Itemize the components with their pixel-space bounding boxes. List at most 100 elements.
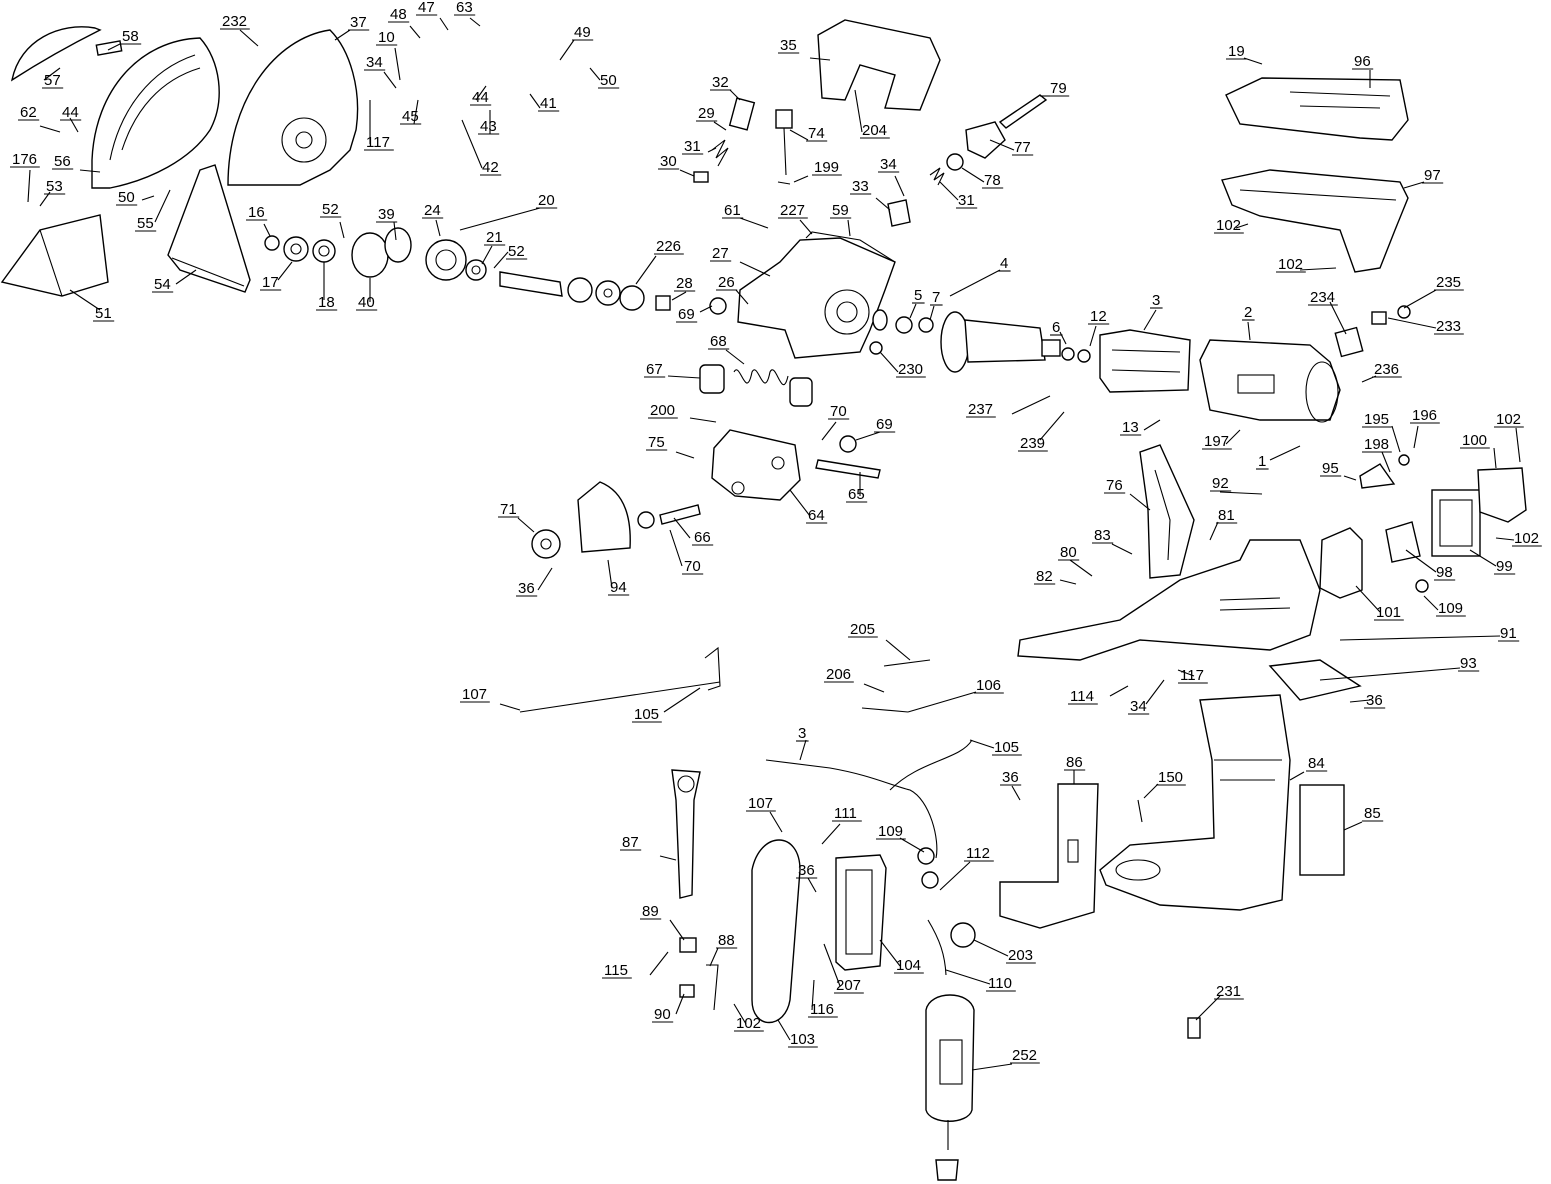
callout-leader-line	[713, 121, 727, 131]
callout-42: 42	[461, 119, 502, 176]
callout-number: 31	[684, 138, 701, 155]
callout-number: 62	[20, 104, 37, 121]
callout-leader-line	[1225, 429, 1241, 445]
callout-69: 69	[676, 305, 713, 323]
callout-91: 91	[1339, 625, 1520, 642]
callout-number: 41	[540, 95, 557, 112]
callout-117: 117	[1177, 667, 1208, 684]
callout-leader-line	[1145, 679, 1165, 705]
callout-leader-line	[413, 99, 419, 125]
callout-236: 236	[1361, 361, 1402, 383]
callout-number: 104	[896, 957, 921, 974]
callout-leader-line	[809, 57, 831, 61]
callout-number: 67	[646, 361, 663, 378]
callout-leader-line	[459, 207, 541, 231]
callout-1: 1	[1256, 445, 1301, 470]
callout-63: 63	[454, 0, 481, 27]
callout-number: 87	[622, 834, 639, 851]
callout-number: 74	[808, 125, 825, 142]
callout-number: 102	[1496, 411, 1521, 428]
callout-206: 206	[824, 666, 885, 693]
callout-number: 10	[378, 29, 395, 46]
callout-number: 200	[650, 402, 675, 419]
callout-102: 102	[1494, 411, 1524, 463]
callout-number: 77	[1014, 139, 1031, 156]
callout-111: 111	[821, 805, 862, 845]
part-104-switch-box	[835, 854, 887, 971]
callout-leader-line	[863, 683, 885, 693]
callout-leader-line	[1299, 267, 1337, 271]
part-64-bracket	[711, 429, 801, 501]
callout-number: 5	[914, 287, 922, 304]
part-74-lever	[775, 109, 793, 129]
callout-number: 236	[1374, 361, 1399, 378]
callout-leader-line	[383, 71, 397, 89]
callout-10: 10	[376, 29, 401, 81]
callout-16: 16	[246, 204, 271, 237]
callout-198: 198	[1362, 436, 1392, 473]
callout-57: 57	[42, 67, 64, 89]
callout-87: 87	[620, 834, 677, 861]
part-233-brush	[1371, 311, 1387, 325]
callout-number: 86	[1066, 754, 1083, 771]
part-16-washer	[264, 235, 280, 251]
callout-leader-line	[679, 169, 695, 177]
callout-leader-line	[1405, 549, 1437, 573]
part-86-plate	[999, 783, 1099, 929]
callout-90: 90	[652, 993, 685, 1023]
part-24-gear	[425, 239, 467, 281]
callout-3: 3	[1143, 292, 1163, 331]
callout-leader-line	[811, 979, 815, 1011]
callout-237: 237	[966, 395, 1051, 418]
callout-number: 91	[1500, 625, 1517, 642]
callout-leader-line	[69, 289, 101, 311]
callout-leader-line	[1343, 475, 1357, 481]
callout-number: 6	[1052, 319, 1060, 336]
callout-97: 97	[1403, 167, 1444, 189]
part-67-bushing-b	[789, 377, 813, 407]
callout-number: 30	[660, 153, 677, 170]
callout-number: 199	[814, 159, 839, 176]
callout-number: 102	[736, 1015, 761, 1032]
callout-56: 56	[52, 153, 101, 173]
callout-leader-line	[669, 919, 685, 941]
callout-number: 69	[678, 306, 695, 323]
callout-number: 19	[1228, 43, 1245, 60]
callout-number: 64	[808, 507, 825, 524]
callout-32: 32	[710, 74, 741, 101]
callout-leader-line	[961, 167, 985, 183]
callout-28: 28	[671, 275, 696, 301]
callout-leader-line	[1143, 309, 1157, 331]
part-35-handle	[817, 19, 941, 111]
callout-76: 76	[1104, 477, 1151, 511]
callout-leader-line	[973, 939, 1009, 957]
callout-99: 99	[1469, 549, 1516, 575]
callout-6: 6	[1050, 319, 1067, 345]
callout-number: 227	[780, 202, 805, 219]
callout-45: 45	[400, 99, 422, 125]
callout-94: 94	[607, 559, 630, 596]
callout-18: 18	[316, 262, 338, 311]
callout-67: 67	[644, 361, 701, 379]
callout-leader-line	[1129, 493, 1151, 511]
callout-number: 24	[424, 202, 441, 219]
callout-leader-line	[821, 823, 841, 845]
part-89-clamp	[679, 937, 697, 953]
part-252-inline-switch	[925, 994, 975, 1122]
callout-number: 34	[880, 156, 897, 173]
callout-59: 59	[830, 202, 852, 237]
callout-number: 150	[1158, 769, 1183, 786]
callout-leader-line	[1423, 595, 1439, 611]
part-98-switch	[1385, 521, 1421, 563]
callout-number: 89	[642, 903, 659, 920]
callout-19: 19	[1226, 43, 1263, 65]
part-231-connector	[1187, 1017, 1201, 1039]
part-105-cable-upper	[889, 739, 973, 791]
callout-230: 230	[879, 351, 926, 378]
part-30-brush	[693, 171, 709, 183]
callout-33: 33	[850, 178, 891, 211]
callout-233: 233	[1387, 317, 1464, 335]
callout-114: 114	[1068, 685, 1129, 705]
callout-number: 52	[322, 201, 339, 218]
